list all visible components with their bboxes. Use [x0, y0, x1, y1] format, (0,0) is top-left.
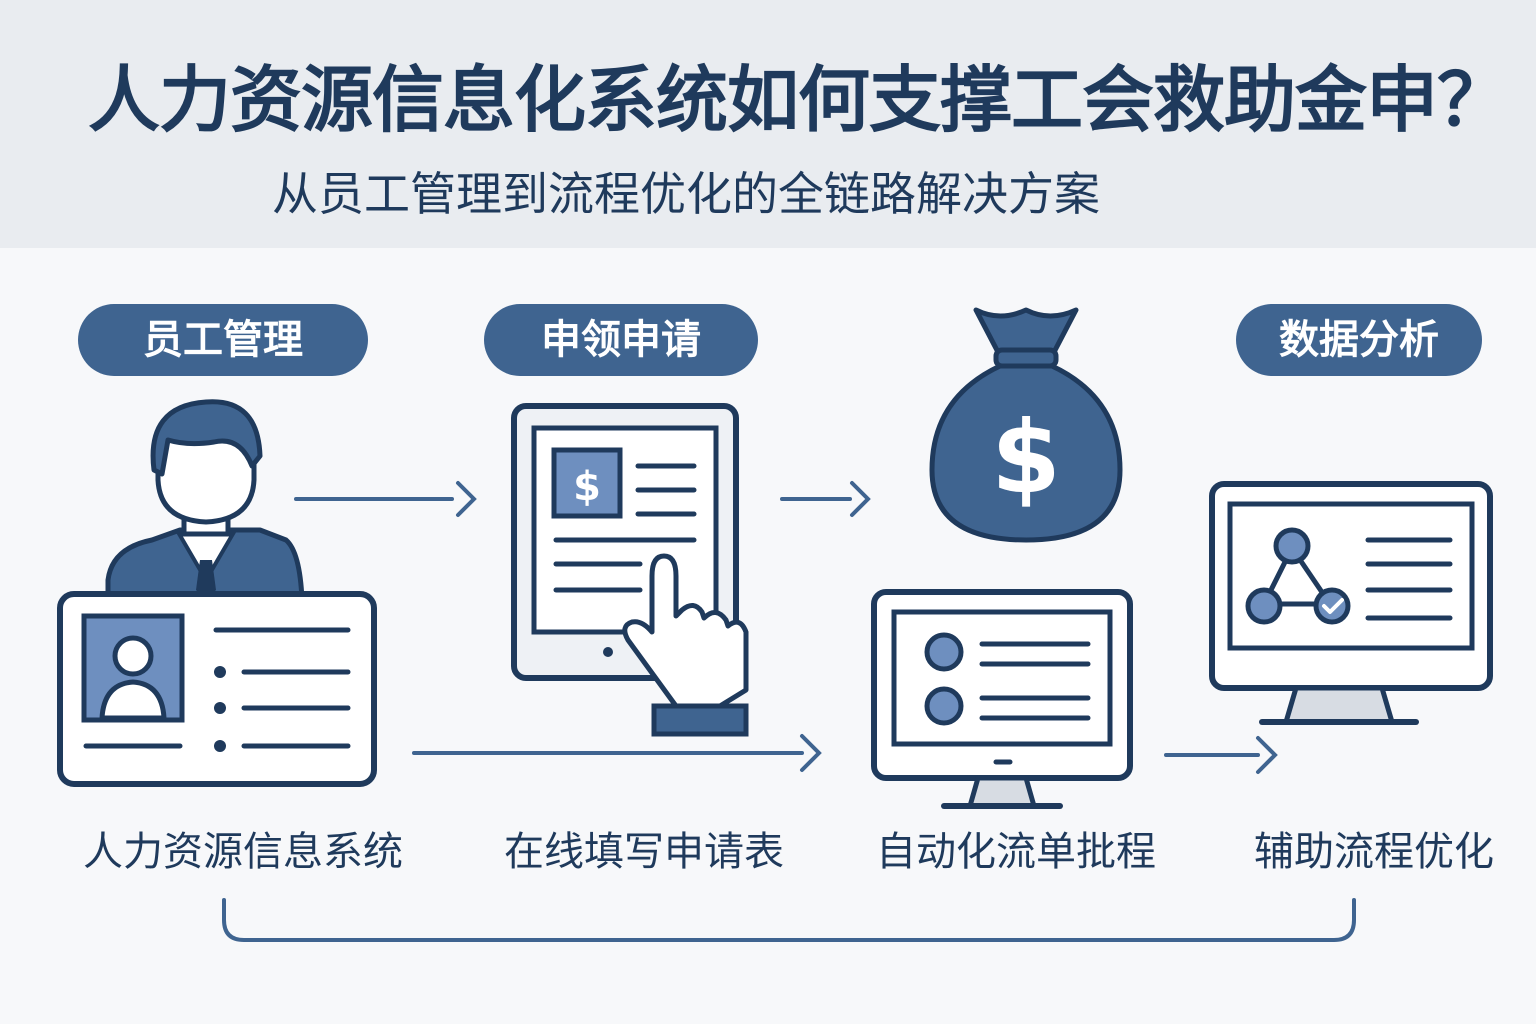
caption-auto-approval: 自动化流单批程 [876, 829, 1156, 875]
money-bag-icon: $ [929, 307, 1123, 543]
page-subtitle: 从员工管理到流程优化的全链路解决方案 [272, 167, 1100, 221]
flow-arrows [222, 481, 1356, 942]
caption-hr-system: 人力资源信息系统 [83, 829, 403, 875]
stage-pill-employee-management: 员工管理 [78, 304, 368, 376]
monitor-network-chart-icon [1209, 481, 1493, 725]
caption-online-form: 在线填写申请表 [504, 829, 784, 875]
application-form-icon: $ [511, 403, 739, 681]
svg-text:$: $ [573, 464, 601, 510]
caption-process-optimization: 辅助流程优化 [1254, 829, 1494, 875]
monitor-list-icon [871, 589, 1133, 809]
stage-pill-application: 申领申请 [484, 304, 758, 376]
header-band [0, 0, 1536, 248]
bottom-bracket [222, 898, 1356, 942]
id-card-icon [57, 591, 377, 787]
stage-pill-data-analysis: 数据分析 [1236, 304, 1482, 376]
employee-icon [105, 399, 305, 603]
pointing-hand-icon [622, 553, 749, 737]
page-title: 人力资源信息化系统如何支撑工会救助金申？ [88, 58, 1509, 142]
svg-text:$: $ [991, 399, 1061, 516]
